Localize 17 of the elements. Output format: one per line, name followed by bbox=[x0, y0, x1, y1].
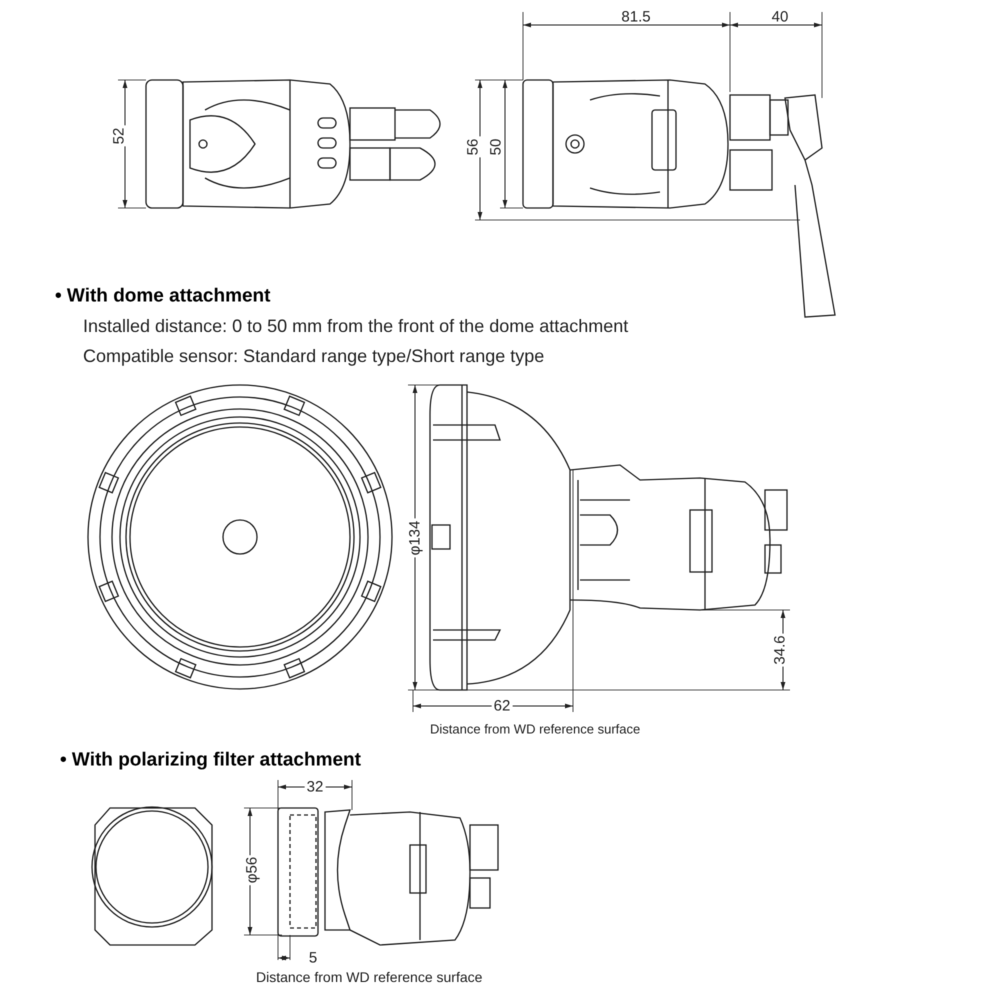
note-text: Compatible sensor: Standard range type/Short range type bbox=[83, 347, 544, 365]
dimension-value: 50 bbox=[488, 136, 504, 158]
reference-note: Distance from WD reference surface bbox=[430, 722, 640, 736]
section-heading: • With dome attachment bbox=[55, 286, 270, 306]
dimension-value: 52 bbox=[112, 126, 126, 146]
dimension-value: 81.5 bbox=[619, 10, 653, 24]
dimension-value: 34.6 bbox=[772, 633, 788, 667]
dimension-value: 40 bbox=[770, 10, 790, 24]
dimension-value: 32 bbox=[304, 780, 326, 794]
reference-note: Distance from WD reference surface bbox=[256, 970, 482, 984]
section-heading: • With polarizing filter attachment bbox=[60, 750, 361, 770]
dimension-value: 62 bbox=[492, 698, 512, 714]
dimension-value: 56 bbox=[466, 136, 480, 158]
dimension-value: φ134 bbox=[408, 518, 422, 558]
dimension-value: 5 bbox=[306, 950, 320, 966]
dimension-value: φ56 bbox=[244, 854, 260, 886]
note-text: Installed distance: 0 to 50 mm from the front of the dome attachment bbox=[83, 317, 628, 335]
